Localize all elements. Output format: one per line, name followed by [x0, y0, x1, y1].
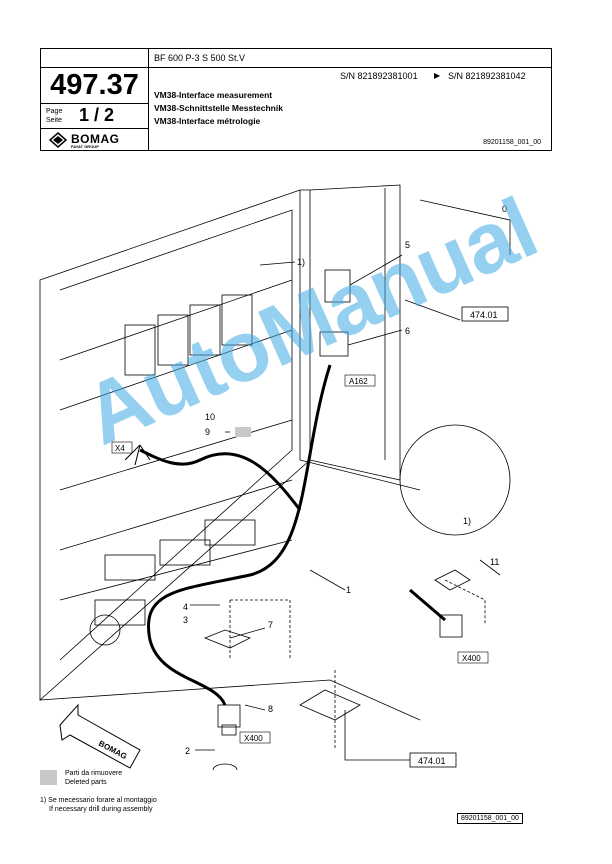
connector-x4: X4 — [115, 444, 125, 453]
connector-x400-left: X400 — [244, 734, 263, 743]
callout-5: 5 — [405, 240, 410, 250]
callout-0: 0 — [502, 204, 507, 214]
footer-doc-number: 89201158_001_00 — [457, 813, 523, 824]
connector-x400-right: X400 — [462, 654, 481, 663]
connector-a162: A162 — [349, 377, 368, 386]
callout-11: 11 — [490, 557, 499, 567]
footnote: 1) Se mecessario forare al montaggio If … — [40, 797, 157, 813]
page-row: Page Seite 1 / 2 — [41, 104, 148, 129]
ref-474-01-bottom: 474.01 — [418, 756, 446, 766]
callout-3: 3 — [183, 615, 188, 625]
callout-4: 4 — [183, 602, 188, 612]
title-en: VM38-Interface measurement — [154, 90, 273, 100]
callout-note-1: 1) — [297, 257, 305, 267]
direction-arrow-icon: BOMAG — [59, 703, 141, 769]
deleted-parts-swatch — [40, 770, 57, 785]
header-left: 497.37 Page Seite 1 / 2 BOMAG FAYAT GROU… — [41, 49, 149, 150]
callout-2: 2 — [185, 746, 190, 756]
title-fr: VM38-Interface métrologie — [154, 116, 261, 126]
page-value: 1 / 2 — [79, 105, 115, 125]
header-right: BF 600 P-3 S 500 St.V S/N 821892381001 ▶… — [148, 49, 551, 150]
callout-10: 10 — [205, 412, 215, 422]
model-name: BF 600 P-3 S 500 St.V — [148, 49, 551, 68]
title-block: VM38-Interface measurement VM38-Schnitts… — [154, 89, 283, 128]
legend-text: Parti da rimuovere Deleted parts — [65, 770, 123, 786]
bomag-diamond-icon — [49, 132, 67, 148]
exploded-drawing: 0 5 1) 6 10 9 1 1) 11 4 3 7 8 2 A162 X4 … — [39, 184, 511, 770]
callout-note-1b: 1) — [463, 516, 471, 526]
page-number: 497.37 — [41, 67, 148, 104]
callout-8: 8 — [268, 704, 273, 714]
callout-6: 6 — [405, 326, 410, 336]
callout-1: 1 — [346, 585, 351, 595]
callout-9: 9 — [205, 427, 210, 437]
title-de: VM38-Schnittstelle Messtechnik — [154, 103, 283, 113]
callout-7: 7 — [268, 620, 273, 630]
header-block: 497.37 Page Seite 1 / 2 BOMAG FAYAT GROU… — [40, 48, 552, 151]
ref-474-01-top: 474.01 — [470, 310, 498, 320]
bomag-logo: BOMAG FAYAT GROUP — [49, 131, 141, 149]
serial-range: S/N 821892381001 ▶ S/N 821892381042 — [148, 67, 551, 85]
arrow-right-icon: ▶ — [434, 71, 441, 80]
doc-number: 89201158_001_00 — [483, 139, 541, 146]
